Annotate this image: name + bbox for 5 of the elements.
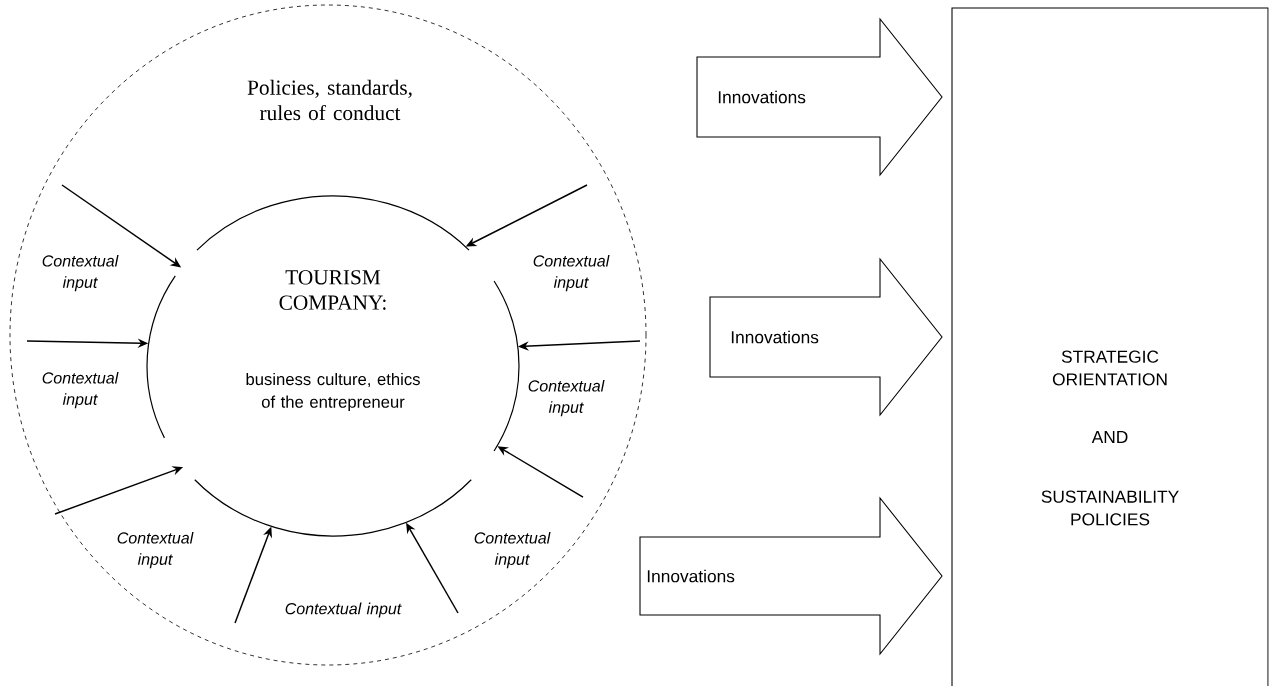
heading-text: Policies, standards, rules of conduct: [247, 79, 412, 121]
input-label: Contextual input: [42, 254, 119, 292]
orientation-box: STRATEGIC ORIENTATION AND SUSTAINABILITY POLICIES: [951, 7, 1269, 686]
input-label: Contextual input: [285, 602, 402, 618]
input-label: Contextual input: [42, 371, 119, 409]
